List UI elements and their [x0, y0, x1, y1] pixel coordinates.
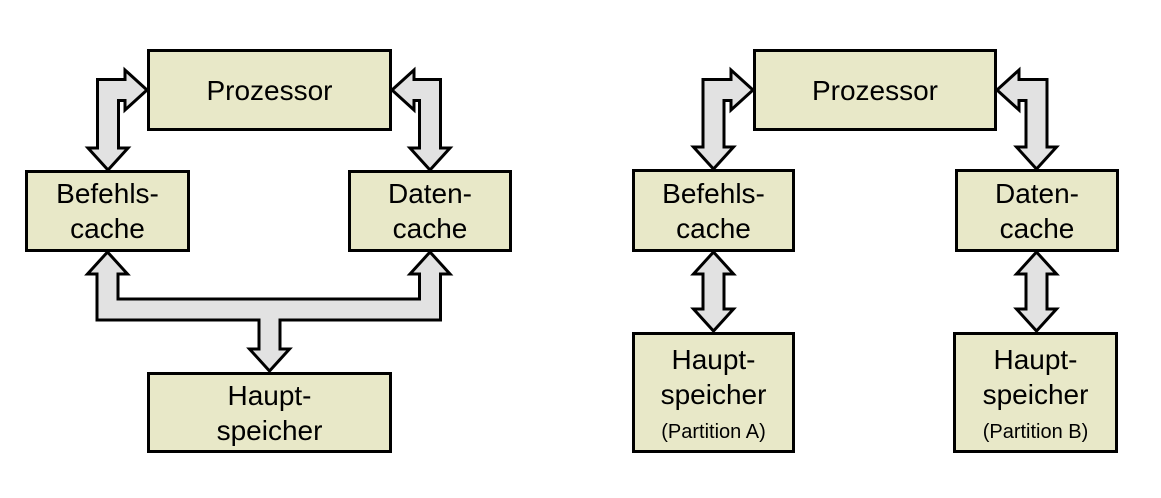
arrow-prozessor-datencache-right-icon: [994, 66, 1060, 172]
haupt-speicher-label: Haupt- speicher: [216, 379, 323, 446]
daten-cache-box-right: Daten- cache: [955, 169, 1119, 252]
partition-a-label: (Partition A): [661, 420, 766, 443]
haupt-speicher-label: Haupt- speicher: [660, 343, 767, 410]
befehls-cache-box: Befehls- cache: [25, 170, 190, 252]
arrow-datencache-hauptspeicher-b-icon: [1013, 249, 1060, 334]
befehls-cache-box-right: Befehls- cache: [632, 169, 795, 252]
haupt-speicher-box: Haupt- speicher: [147, 372, 392, 453]
haupt-speicher-label: Haupt- speicher: [982, 343, 1089, 410]
haupt-speicher-partition-b-box: Haupt- speicher (Partition B): [953, 332, 1118, 453]
arrow-prozessor-befehlscache-icon: [84, 66, 150, 173]
prozessor-box-right: Prozessor: [753, 49, 997, 131]
befehls-cache-label: Befehls- cache: [662, 177, 765, 244]
daten-cache-label: Daten- cache: [994, 177, 1080, 244]
haupt-speicher-partition-a-box: Haupt- speicher (Partition A): [632, 332, 795, 453]
prozessor-box: Prozessor: [147, 49, 392, 131]
prozessor-label: Prozessor: [811, 74, 939, 106]
daten-cache-label: Daten- cache: [387, 178, 473, 244]
prozessor-label: Prozessor: [206, 74, 333, 106]
arrow-prozessor-datencache-icon: [389, 66, 454, 173]
arrow-caches-hauptspeicher-icon: [84, 249, 454, 374]
arrow-befehlscache-hauptspeicher-a-icon: [690, 249, 737, 334]
befehls-cache-label: Befehls- cache: [56, 178, 159, 244]
arrow-prozessor-befehlscache-right-icon: [690, 66, 756, 172]
partition-b-label: (Partition B): [982, 420, 1089, 443]
daten-cache-box: Daten- cache: [348, 170, 512, 252]
